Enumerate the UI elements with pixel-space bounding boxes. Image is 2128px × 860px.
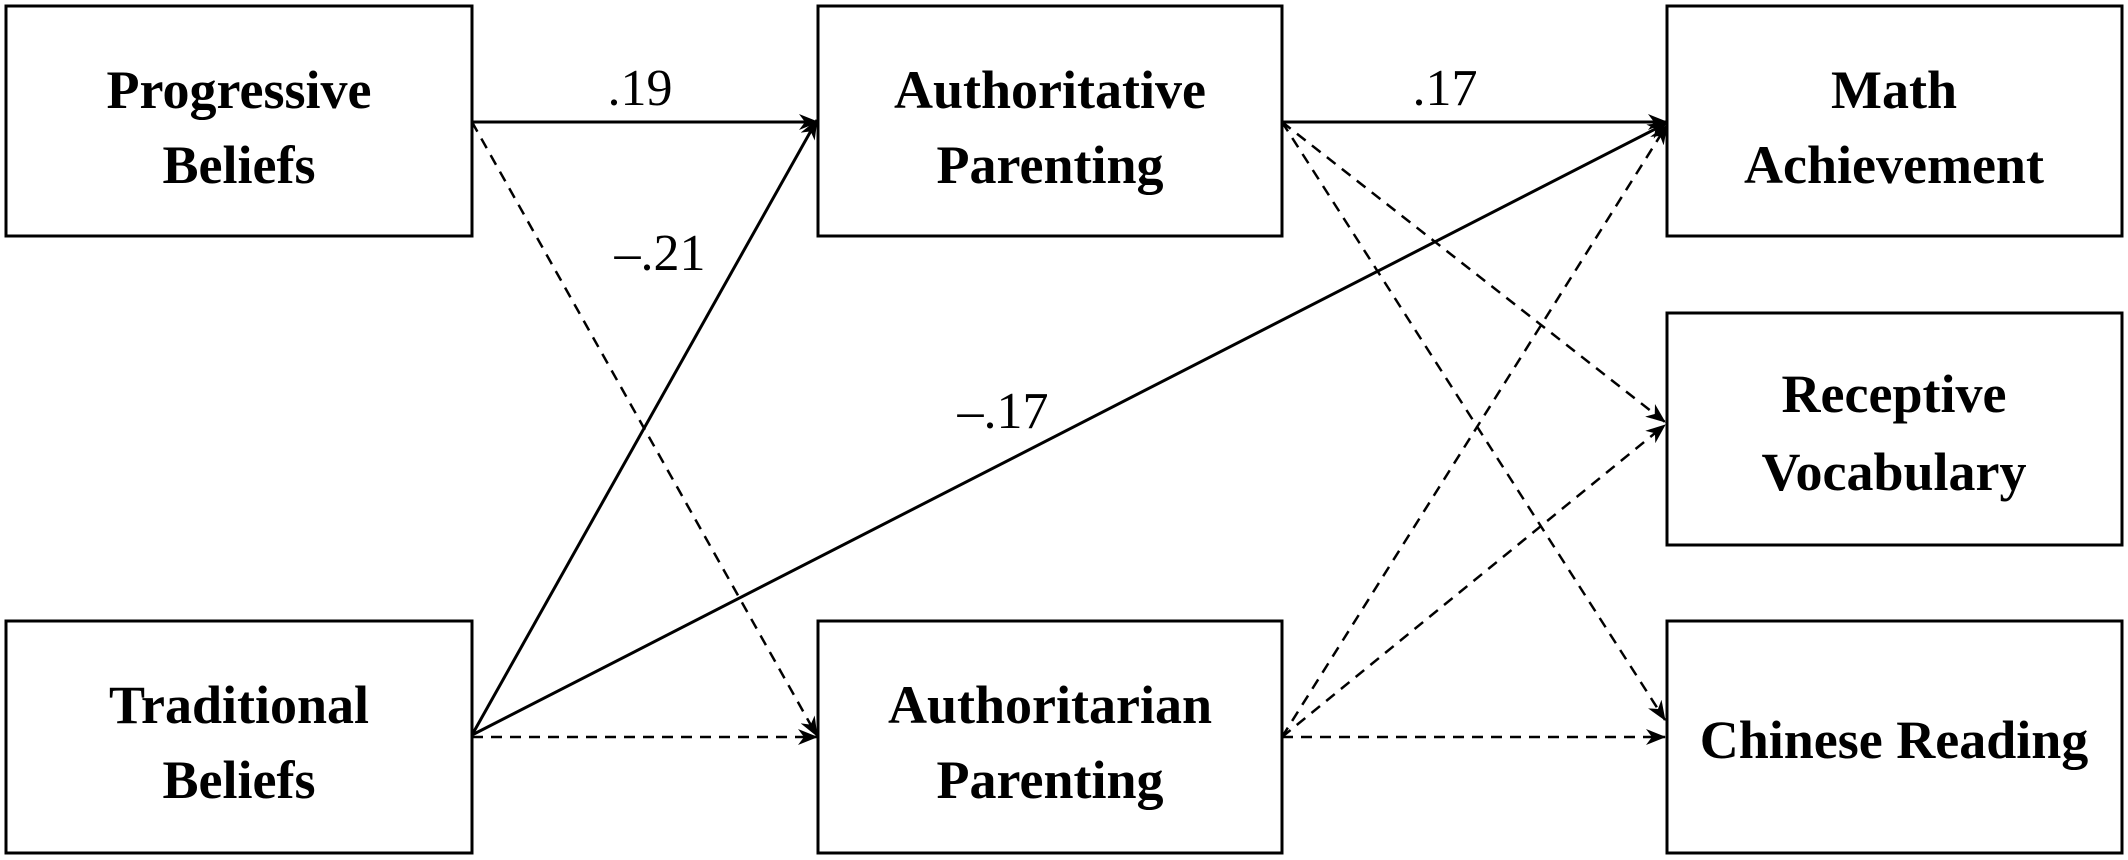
coef-traditional-math: –.17 [957,383,1049,440]
node-label-line2: Beliefs [163,135,316,195]
node-label-line1: Chinese Reading [1700,710,2089,770]
node-receptive-vocabulary: Receptive Vocabulary [1665,311,2124,547]
edge-traditional-math [471,121,1668,737]
node-label-line1: Math [1831,60,1957,120]
node-label-line2: Achievement [1744,135,2044,195]
coef-authoritative-math: .17 [1413,60,1478,117]
edges [470,114,1669,745]
node-authoritative-parenting: Authoritative Parenting [816,4,1284,238]
edge-labels: .19 –.21 –.17 .17 [608,60,1478,440]
edge-authoritarian-math [1280,124,1669,738]
node-label-line2: Parenting [937,135,1164,195]
node-math-achievement: Math Achievement [1665,4,2124,238]
node-progressive-beliefs: Progressive Beliefs [4,4,474,238]
coef-progressive-authoritative: .19 [608,60,673,117]
node-label-line2: Beliefs [163,750,316,810]
node-label-line1: Authoritative [894,60,1206,120]
edge-progressive-authoritarian [470,121,819,737]
node-label-line2: Vocabulary [1761,442,2026,502]
node-traditional-beliefs: Traditional Beliefs [4,619,474,855]
node-label-line1: Progressive [107,60,372,120]
node-label-line1: Receptive [1782,364,2007,424]
node-label-line1: Authoritarian [888,675,1212,735]
node-authoritarian-parenting: Authoritarian Parenting [816,619,1284,855]
edge-authoritative-vocabulary [1281,121,1666,423]
edge-authoritative-reading [1280,121,1667,721]
node-chinese-reading: Chinese Reading [1665,619,2124,855]
edge-authoritarian-vocabulary [1281,424,1666,738]
node-label-line2: Parenting [937,750,1164,810]
node-label-line1: Traditional [109,675,369,735]
coef-traditional-authoritative: –.21 [614,225,706,282]
